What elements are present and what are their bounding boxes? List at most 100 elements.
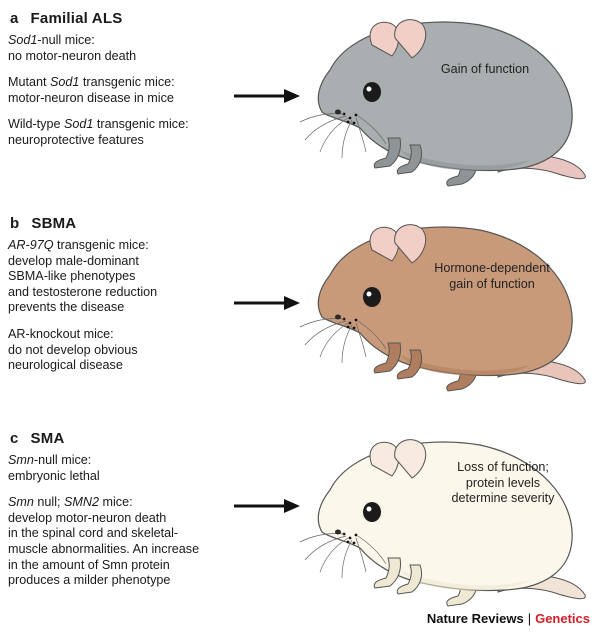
whisker-dot bbox=[348, 321, 352, 325]
description-line: prevents the disease bbox=[8, 300, 125, 315]
mouse-body bbox=[317, 441, 573, 592]
ear bbox=[394, 439, 427, 479]
belly-shade bbox=[400, 570, 530, 591]
description-line: SBMA-like phenotypes bbox=[8, 269, 136, 284]
belly-shade bbox=[400, 355, 530, 376]
whisker-dot bbox=[348, 536, 352, 540]
description-line: AR-97Q transgenic mice: bbox=[8, 238, 149, 252]
whisker bbox=[319, 117, 349, 153]
whisker bbox=[357, 115, 387, 145]
description-line: and testosterone reduction bbox=[8, 284, 158, 299]
eye bbox=[363, 502, 381, 522]
whisker bbox=[319, 322, 349, 358]
whisker-dot bbox=[346, 540, 350, 544]
ear bbox=[394, 19, 427, 59]
whisker bbox=[355, 322, 367, 358]
description-line: in the amount of Smn protein bbox=[8, 557, 170, 572]
description-paragraph: Smn null; SMN2 mice:develop motor-neuron… bbox=[8, 495, 240, 589]
whisker-dot bbox=[348, 116, 352, 120]
description-line: neuroprotective features bbox=[8, 132, 144, 147]
panel-title: SBMA bbox=[31, 215, 77, 232]
nose bbox=[335, 314, 341, 320]
mechanism-label: Gain of function bbox=[440, 62, 530, 76]
front-leg bbox=[373, 557, 401, 589]
eye-highlight bbox=[366, 86, 372, 92]
front-leg bbox=[396, 349, 423, 380]
panel-letter: c bbox=[10, 430, 19, 447]
description-paragraph: Sod1-null mice:no motor-neuron death bbox=[8, 33, 240, 64]
description-line: Smn-null mice: bbox=[8, 453, 92, 467]
ear bbox=[369, 226, 400, 262]
journal-name: Nature Reviews bbox=[426, 611, 524, 626]
whisker bbox=[319, 537, 349, 573]
whisker bbox=[357, 320, 387, 350]
nose bbox=[335, 529, 341, 535]
credit-separator: | bbox=[527, 611, 532, 626]
description-line: Mutant Sod1 transgenic mice: bbox=[8, 75, 175, 90]
description-line: AR-knockout mice: bbox=[8, 326, 114, 341]
arrow-icon bbox=[234, 499, 300, 513]
description-line: no motor-neuron death bbox=[8, 48, 137, 63]
description-paragraph: Mutant Sod1 transgenic mice:motor-neuron… bbox=[8, 75, 240, 106]
description-line: neurological disease bbox=[8, 358, 123, 373]
mouse-illustration bbox=[299, 439, 586, 607]
arrow-icon bbox=[234, 296, 300, 310]
whisker bbox=[357, 535, 387, 565]
belly-shade bbox=[400, 150, 530, 171]
whisker-dot bbox=[354, 533, 358, 537]
description-paragraph: AR-97Q transgenic mice:develop male-domi… bbox=[8, 238, 240, 316]
whisker-dot bbox=[352, 541, 356, 545]
panel-familial-als: a Familial ALS Sod1-null mice:no motor-ne… bbox=[0, 0, 600, 200]
mouse-body bbox=[317, 21, 573, 172]
description-line: motor-neuron disease in mice bbox=[8, 90, 174, 105]
description-line: produces a milder phenotype bbox=[8, 573, 171, 588]
eye-highlight bbox=[366, 291, 372, 297]
whisker bbox=[341, 539, 353, 579]
whisker-dot bbox=[354, 318, 358, 322]
description-line: in the spinal cord and skeletal- bbox=[8, 526, 179, 541]
description-paragraph: Smn-null mice:embryonic lethal bbox=[8, 453, 240, 484]
whisker-dot bbox=[346, 120, 350, 124]
panel-letter: a bbox=[10, 10, 19, 27]
nose bbox=[335, 109, 341, 115]
panel-text: AR-97Q transgenic mice:develop male-domi… bbox=[8, 238, 240, 385]
eye-highlight bbox=[366, 506, 372, 512]
description-line: do not develop obvious bbox=[8, 342, 138, 357]
description-line: embryonic lethal bbox=[8, 468, 100, 483]
panel-sbma: b SBMA AR-97Q transgenic mice:develop mal… bbox=[0, 205, 600, 410]
whisker bbox=[304, 320, 347, 346]
description-line: Sod1-null mice: bbox=[8, 33, 95, 47]
front-leg bbox=[373, 342, 401, 374]
panel-heading: c SMA bbox=[10, 430, 64, 447]
mouse-illustration bbox=[299, 19, 586, 187]
panel-heading: b SBMA bbox=[10, 215, 76, 232]
journal-section: Genetics bbox=[535, 611, 590, 626]
arrow-icon bbox=[234, 89, 300, 103]
whisker bbox=[341, 324, 353, 364]
mechanism-label: Loss of function; protein levels determi… bbox=[451, 460, 555, 506]
mechanism-label: Hormone-dependent gain of function bbox=[434, 261, 550, 291]
ear bbox=[369, 441, 400, 477]
description-paragraph: Wild-type Sod1 transgenic mice:neuroprot… bbox=[8, 117, 240, 148]
description-line: muscle abnormalities. An increase bbox=[8, 541, 200, 556]
ear bbox=[394, 224, 427, 264]
mouse-illustration bbox=[299, 224, 586, 392]
description-line: develop motor-neuron death bbox=[8, 510, 167, 525]
whisker-dot bbox=[352, 326, 356, 330]
whisker-dot bbox=[346, 325, 350, 329]
front-leg bbox=[396, 144, 423, 175]
ear bbox=[369, 21, 400, 57]
front-leg bbox=[373, 137, 401, 169]
whisker bbox=[341, 119, 353, 159]
front-leg bbox=[396, 564, 423, 595]
panel-title: SMA bbox=[30, 430, 65, 447]
panel-letter: b bbox=[10, 215, 20, 232]
whisker bbox=[304, 115, 347, 141]
panel-title: Familial ALS bbox=[30, 10, 123, 27]
whisker bbox=[355, 117, 367, 153]
whisker bbox=[304, 535, 347, 561]
mouse-body bbox=[317, 226, 573, 377]
